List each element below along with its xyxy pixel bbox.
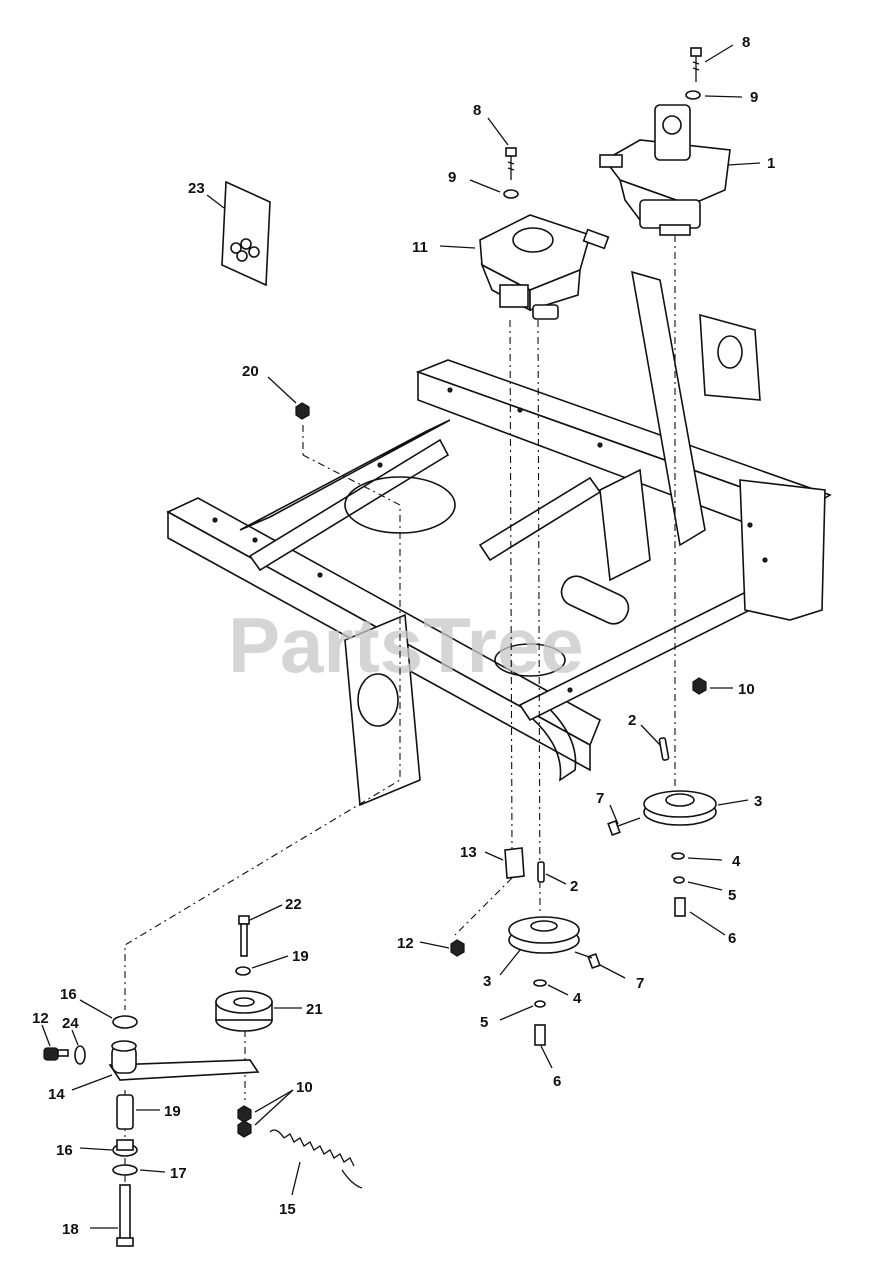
lockwasher-5-right	[673, 876, 685, 884]
callout-23: 23	[188, 180, 205, 197]
bolt-6-right	[674, 897, 686, 917]
nut-20	[295, 402, 310, 420]
watermark-text: PartsTree	[228, 601, 584, 689]
key-2-center	[537, 861, 545, 883]
callout-14: 14	[48, 1086, 65, 1103]
transmission-unit-left	[479, 214, 610, 320]
nut-10-lower	[237, 1120, 252, 1138]
callout-2-right: 2	[628, 712, 636, 729]
callout-11: 11	[412, 239, 428, 256]
callout-22: 22	[285, 896, 302, 913]
callout-2-center: 2	[570, 878, 578, 895]
callout-18: 18	[62, 1221, 79, 1238]
callout-5-center: 5	[480, 1014, 488, 1031]
bolt-8-right	[690, 47, 702, 82]
callout-5-right: 5	[728, 887, 736, 904]
callout-labels: 8 9 1 8 9 11 23 20 10 2 3 7 4 5 6 13 2 1…	[32, 34, 775, 1238]
bolt-18	[116, 1184, 134, 1247]
spacer-19	[116, 1094, 134, 1130]
washer-9-right	[685, 90, 701, 100]
callout-24: 24	[62, 1015, 79, 1032]
callout-8-left: 8	[473, 102, 481, 119]
transmission-unit-right	[599, 104, 731, 236]
callout-3-right: 3	[754, 793, 762, 810]
callout-16-bottom: 16	[56, 1142, 73, 1159]
callout-7-right: 7	[596, 790, 604, 807]
pulley-3-center	[508, 916, 580, 954]
nut-12-center	[450, 939, 465, 957]
spring-15	[269, 1129, 363, 1189]
callout-10-left: 10	[296, 1079, 313, 1096]
leader-lines	[41, 44, 761, 1229]
callout-19-top: 19	[292, 948, 309, 965]
nut-10-upper	[237, 1105, 252, 1123]
chassis-frame	[166, 270, 832, 807]
pulley-3-right	[643, 790, 717, 826]
bolt-12-left	[43, 1047, 69, 1061]
callout-8-right: 8	[742, 34, 750, 51]
callout-13: 13	[460, 844, 477, 861]
callout-4-right: 4	[732, 853, 741, 870]
callout-17: 17	[170, 1165, 187, 1182]
callout-12-center: 12	[397, 935, 414, 952]
callout-16-top: 16	[60, 986, 77, 1003]
idler-pulley-21	[215, 990, 273, 1032]
washer-9-left	[503, 189, 519, 199]
callout-12-left: 12	[32, 1010, 49, 1027]
washer-4-right	[671, 852, 685, 860]
bolt-8-left	[505, 147, 517, 180]
callout-3-center: 3	[483, 973, 491, 990]
idler-arm-14	[108, 1040, 260, 1081]
callout-7-center: 7	[636, 975, 644, 992]
bolt-6-center	[534, 1024, 546, 1046]
callout-9-left: 9	[448, 169, 456, 186]
callout-9-right: 9	[750, 89, 758, 106]
washer-19-top	[235, 966, 251, 976]
callout-20: 20	[242, 363, 259, 380]
callout-1: 1	[767, 155, 775, 172]
hardware-bag	[221, 180, 271, 287]
callout-6-center: 6	[553, 1073, 561, 1090]
callout-19-bottom: 19	[164, 1103, 181, 1120]
callout-6-right: 6	[728, 930, 736, 947]
washer-17	[112, 1164, 138, 1176]
lockwasher-5-center	[534, 1000, 546, 1008]
bracket-13	[504, 847, 525, 879]
callout-10-right: 10	[738, 681, 755, 698]
nut-10-right	[692, 677, 707, 695]
screw-7-center	[574, 951, 601, 970]
callout-4-center: 4	[573, 990, 582, 1007]
key-2-right	[658, 737, 670, 761]
screw-7-right	[607, 817, 641, 837]
bolt-22	[238, 915, 250, 957]
washer-4-center	[533, 979, 547, 987]
washer-24	[74, 1045, 86, 1065]
callout-21: 21	[306, 1001, 323, 1018]
callout-15: 15	[279, 1201, 296, 1218]
bushing-16-bottom	[112, 1139, 138, 1157]
bushing-16-top	[112, 1015, 138, 1029]
